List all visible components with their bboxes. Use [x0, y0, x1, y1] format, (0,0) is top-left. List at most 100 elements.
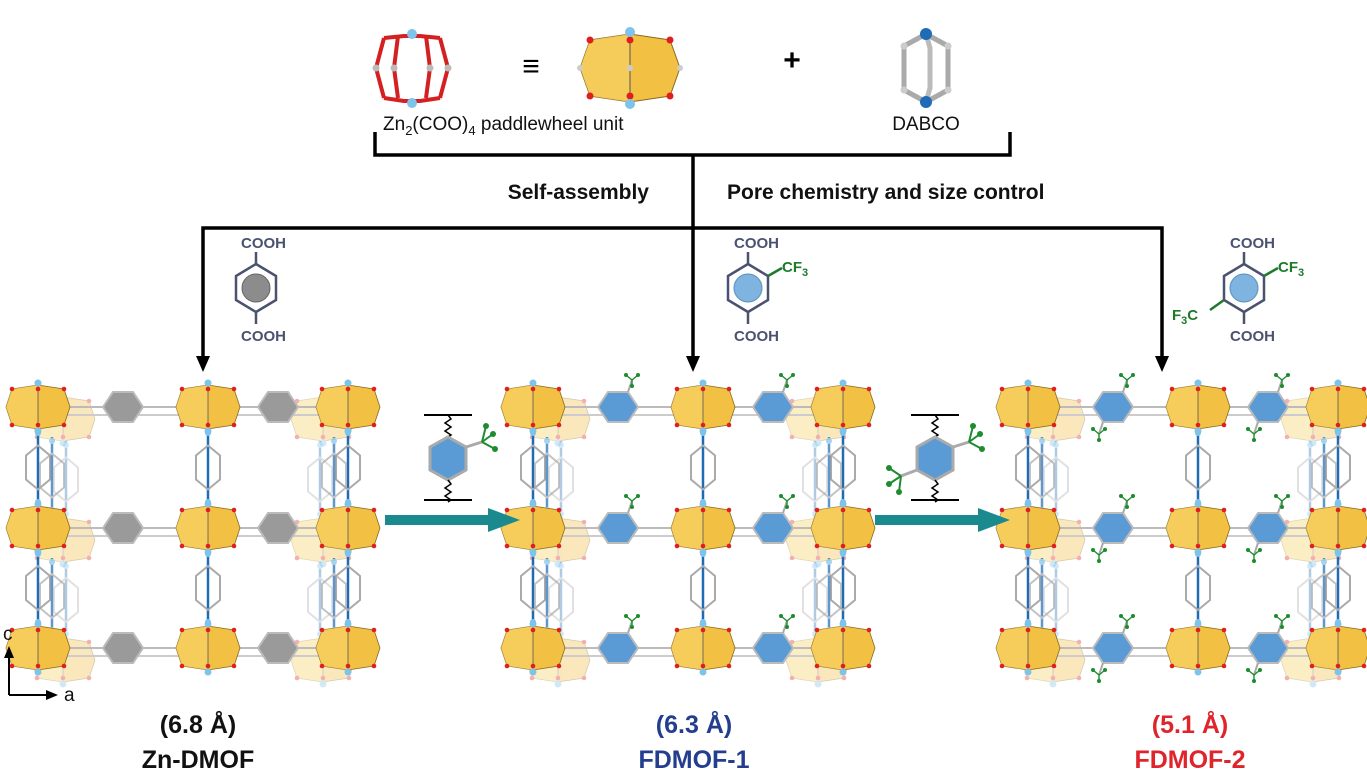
bdc-linker [596, 373, 640, 423]
bdc-linker [101, 512, 145, 544]
bdc-linker [751, 614, 795, 664]
fluorine-atom [624, 614, 628, 618]
fluorine-atom [1252, 438, 1256, 442]
arrow-right-teal [385, 508, 520, 532]
assembly-bracket [201, 132, 1164, 358]
dabco-pillar [1325, 429, 1351, 506]
name-fdmof-2: FDMOF-2 [1134, 746, 1245, 774]
paddlewheel-node [810, 379, 876, 435]
fluorine-atom [1286, 494, 1290, 498]
bdc-linker [256, 512, 300, 544]
fluorine-atom [791, 614, 795, 618]
pore-size-fdmof-2: (5.1 Å) [1152, 710, 1228, 739]
fluorine-atom [1091, 548, 1095, 552]
fluorine-atom [791, 373, 795, 377]
arrow-down-fdmof-1 [686, 356, 700, 372]
dabco-pillar [520, 429, 546, 506]
fluorine-atom [1103, 668, 1107, 672]
paddlewheel-node [810, 620, 876, 676]
fluorine-atom [1274, 614, 1278, 618]
fluorine-atom [1103, 548, 1107, 552]
bdc-linker [596, 494, 640, 544]
svg-text:COOH: COOH [1230, 235, 1275, 252]
fluorine-atom [636, 614, 640, 618]
dabco-pillar [335, 429, 361, 506]
fluorine-atom [785, 625, 789, 629]
bdc-linker [1246, 373, 1290, 442]
dabco-pillar [534, 437, 560, 514]
bdc-linker [751, 494, 795, 544]
fluorine-atom [624, 373, 628, 377]
svg-text:COOH: COOH [241, 235, 286, 252]
dabco-pillar [53, 441, 79, 518]
fluorine-atom [1246, 548, 1250, 552]
dabco-pillar [307, 441, 333, 518]
fluorine-atom [791, 494, 795, 498]
bdc-linker [1091, 373, 1135, 442]
dabco-pillar [1297, 562, 1323, 638]
paddlewheel-node [500, 620, 566, 676]
framework-zn-dmof [5, 379, 381, 688]
bdc-linker [751, 373, 795, 423]
arrow-down-fdmof-2 [1155, 356, 1169, 372]
svg-text:COOH: COOH [734, 235, 779, 252]
bis-cf3-linker-insert-icon [886, 414, 985, 503]
fluorine-atom [1131, 494, 1135, 498]
bdc-linker [256, 632, 300, 664]
svg-text:COOH: COOH [241, 328, 286, 345]
bdc-linker [1091, 614, 1135, 683]
dabco-pillar [830, 429, 856, 506]
fluorine-atom [1131, 373, 1135, 377]
fluorine-atom [779, 614, 783, 618]
fluorine-atom [1119, 494, 1123, 498]
fluorine-atom [1125, 505, 1129, 509]
paddlewheel-node [5, 620, 71, 676]
paddlewheel-label: Zn2(COO)4 paddlewheel unit [383, 114, 624, 138]
fluorine-atom [1103, 427, 1107, 431]
arrow-right-teal [875, 508, 1010, 532]
dabco-pillar [195, 429, 221, 506]
bdc-linker [1091, 494, 1135, 563]
dabco-pillar [690, 550, 716, 626]
paddlewheel-node [175, 620, 241, 676]
dabco-pillar [25, 429, 51, 506]
fluorine-atom [1258, 668, 1262, 672]
paddlewheel-node [315, 500, 381, 556]
linker-bdc: COOH COOH [234, 235, 286, 345]
paddlewheel-node [175, 500, 241, 556]
dabco-pillar [1015, 429, 1041, 506]
fluorine-atom [1246, 427, 1250, 431]
dabco-pillar [690, 429, 716, 506]
fluorine-atom [630, 384, 634, 388]
dabco-pillar [816, 558, 842, 634]
fluorine-atom [1252, 679, 1256, 683]
paddlewheel-node [995, 620, 1061, 676]
paddlewheel-node [995, 500, 1061, 556]
paddlewheel-node [1305, 379, 1367, 435]
fluorine-atom [630, 625, 634, 629]
dabco-pillar [802, 562, 828, 638]
fluorine-atom [1258, 548, 1262, 552]
paddlewheel-node [1165, 500, 1231, 556]
dabco-pillar [195, 550, 221, 626]
paddlewheel-node [670, 620, 736, 676]
dabco-label: DABCO [892, 114, 960, 135]
fluorine-atom [636, 373, 640, 377]
dabco-pillar [39, 437, 65, 514]
bdc-linker [101, 391, 145, 423]
bdc-linker [1246, 494, 1290, 563]
fluorine-atom [779, 373, 783, 377]
paddlewheel-node [670, 379, 736, 435]
paddlewheel-node [500, 379, 566, 435]
fluorine-atom [1252, 559, 1256, 563]
fluorine-atom [1119, 373, 1123, 377]
framework-fdmof-2 [995, 373, 1367, 688]
paddlewheel-node [1165, 379, 1231, 435]
cf3-linker-insert-icon [424, 414, 498, 503]
paddlewheel-node [810, 500, 876, 556]
self-assembly-label: Self-assembly [508, 181, 650, 204]
fluorine-atom [779, 494, 783, 498]
svg-text:CF3: CF3 [1278, 259, 1304, 279]
name-zn-dmof: Zn-DMOF [142, 746, 254, 774]
